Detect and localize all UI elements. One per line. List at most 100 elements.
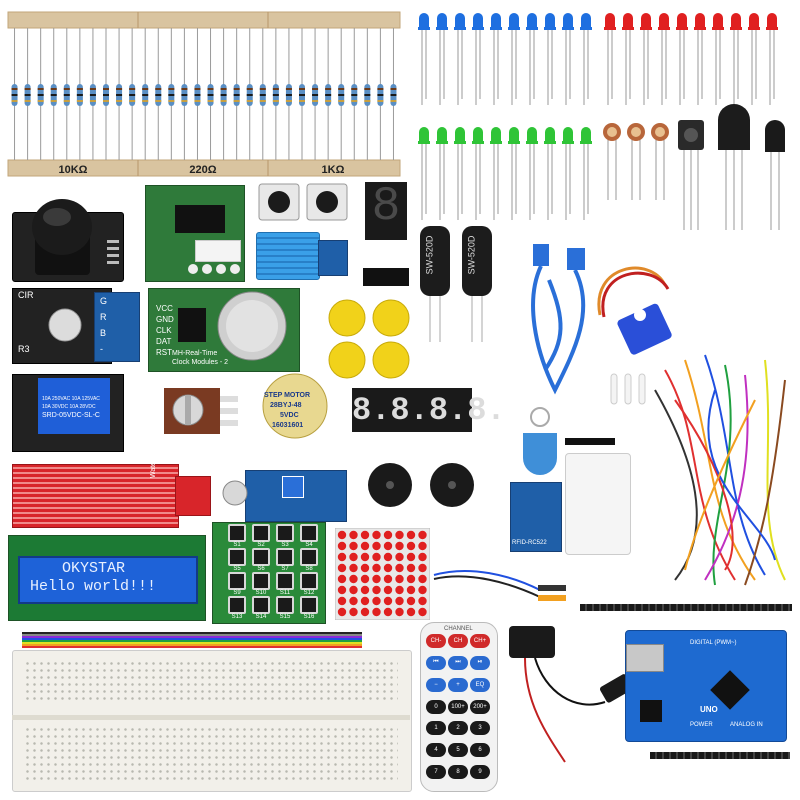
keypad-key-cap [252, 524, 270, 542]
resistor [233, 28, 240, 160]
matrix-dot [383, 563, 393, 573]
stepper-text-4: 16031601 [272, 422, 304, 429]
remote-button: CH+ [470, 634, 490, 648]
keypad-key: S8 [297, 548, 321, 572]
remote-button: 8 [448, 765, 468, 780]
matrix-dot [372, 530, 381, 540]
rtc-caption-1: MH-Real-Time [172, 350, 218, 357]
servo-horns [610, 373, 646, 405]
battery-clip [509, 626, 633, 763]
keypad-key-cap [228, 572, 246, 590]
keypad-key-label: S4 [305, 542, 313, 548]
led [604, 13, 616, 105]
keypad-key-cap [228, 596, 246, 614]
keypad-key: S4 [297, 524, 321, 548]
keypad-key: S2 [249, 524, 273, 548]
keypad-key-label: S6 [257, 566, 265, 572]
led [676, 13, 688, 105]
resistor [168, 28, 175, 160]
breadboard-channel [12, 715, 410, 720]
resistor [207, 28, 214, 160]
arduino-label-digital: DIGITAL (PWM~) [690, 640, 737, 646]
matrix-dot [406, 596, 416, 606]
led [580, 127, 592, 220]
rgb-tag-2: R3 [18, 344, 30, 354]
keypad-key-cap [252, 596, 270, 614]
led [766, 13, 778, 105]
keypad-key: S7 [273, 548, 297, 572]
keypad-key-label: S11 [279, 590, 291, 596]
led [490, 13, 502, 105]
resistor [50, 28, 57, 160]
resistor [24, 28, 31, 160]
led [694, 13, 706, 105]
keypad-key: S13 [225, 596, 249, 620]
remote-button: 5 [448, 743, 468, 758]
water-sensor [12, 464, 179, 528]
resistor [272, 28, 279, 160]
keypad-key: S16 [297, 596, 321, 620]
resistor [194, 28, 201, 160]
led [508, 13, 520, 105]
matrix-dot [418, 541, 427, 551]
rgb-pin-b: B [100, 328, 107, 338]
led [508, 127, 520, 220]
resistor [338, 28, 345, 160]
matrix-dot [383, 596, 393, 606]
ic-chip [363, 268, 409, 286]
temperature-sensor [718, 104, 750, 230]
led [730, 13, 742, 105]
matrix-dot [337, 563, 347, 573]
digit-1: 8. [352, 391, 391, 429]
led [472, 127, 484, 220]
rfid-label: RFID-RC522 [512, 540, 547, 546]
rfid-card [565, 453, 631, 555]
remote-button: 2 [448, 721, 468, 736]
matrix-dot [418, 530, 427, 540]
matrix-dot [418, 563, 427, 573]
resistor [377, 28, 384, 160]
seven-segment-single [365, 182, 407, 240]
ribbon-jumper [22, 632, 362, 648]
relay-box [38, 378, 110, 434]
keypad-key-label: S13 [231, 614, 243, 620]
rgb-pin-header [94, 292, 140, 362]
seven-segment-four-digit: 8. 8. 8. 8. [352, 388, 506, 432]
digit-2: 8. [390, 391, 429, 429]
tilt-sensor-label-1: SW-520D [424, 235, 435, 275]
keypad-key: S3 [273, 524, 297, 548]
usb-b-port [626, 644, 664, 672]
rtc-caption-2: Clock Modules - 2 [172, 359, 229, 366]
matrix-dot [349, 563, 358, 573]
resistor [312, 28, 319, 160]
keypad-key-label: S8 [305, 566, 313, 572]
water-sensor-tab [175, 476, 211, 516]
matrix-dot [395, 552, 404, 562]
resistor [364, 28, 371, 160]
joystick-knob [32, 199, 119, 275]
resistor-label-1k: 1KΩ [322, 164, 345, 176]
matrix-dot [360, 541, 370, 551]
led [436, 127, 448, 220]
lcd-screen [18, 556, 198, 604]
breadboard-holes-bottom [24, 726, 398, 780]
stepper-text-3: 5VDC [280, 412, 299, 419]
keypad-key-label: S1 [233, 542, 241, 548]
matrix-dot [372, 607, 381, 617]
matrix-dot [418, 574, 427, 584]
rtc-pin-gnd: GND [156, 315, 174, 324]
stepper-motor [262, 373, 328, 439]
remote-button: + [448, 677, 468, 692]
digit-4: 8. [467, 391, 506, 429]
ir-receiver [678, 120, 704, 230]
arduino-label-analog: ANALOG IN [730, 722, 763, 728]
rtc-battery [217, 291, 287, 361]
resistor [285, 28, 292, 160]
resistor [299, 28, 305, 160]
resistor [11, 28, 18, 160]
matrix-dot [418, 585, 427, 595]
keypad-key: S9 [225, 572, 249, 596]
keypad-key-cap [252, 572, 270, 590]
potentiometer [164, 388, 238, 434]
